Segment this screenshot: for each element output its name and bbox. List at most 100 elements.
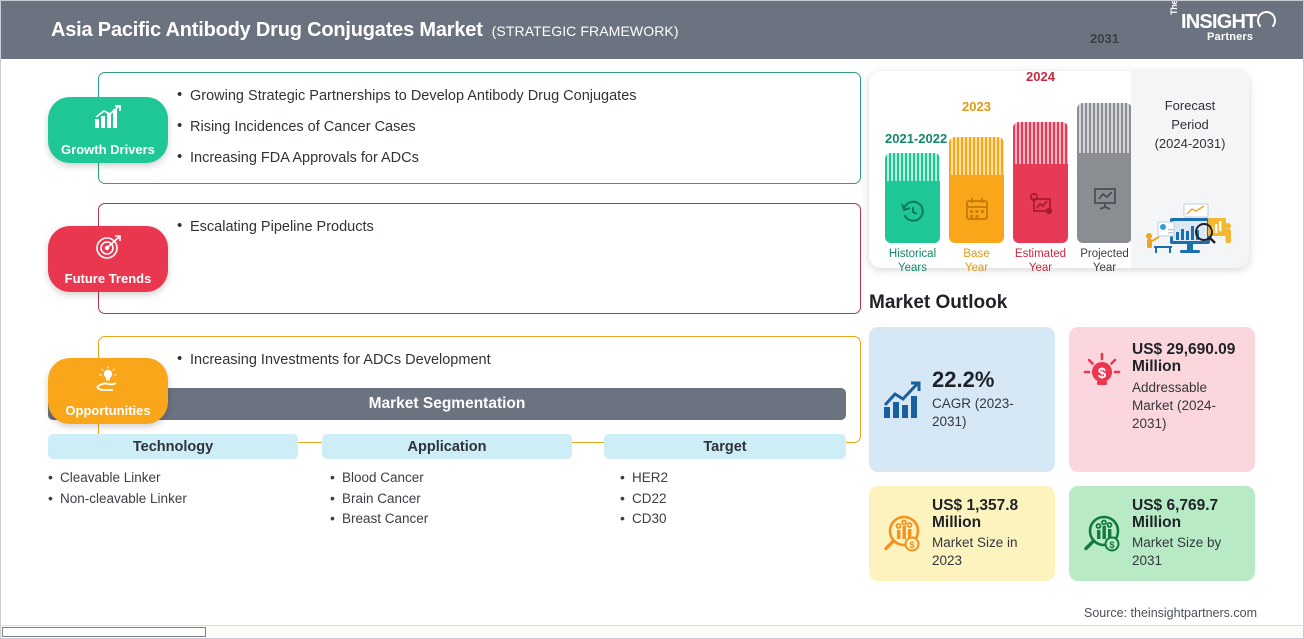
list-item: Escalating Pipeline Products [177,217,844,236]
forecast-timeline: 2021-2022 Historical Years [869,31,1249,274]
list-item: Growing Strategic Partnerships to Develo… [177,86,844,105]
list-item: Increasing Investments for ADCs Developm… [177,350,844,369]
page-subtitle: (STRATEGIC FRAMEWORK) [491,22,679,39]
segmentation-list: HER2 CD22 CD30 [620,467,846,530]
timeline-bar-stripes [949,137,1004,175]
page-header: Asia Pacific Antibody Drug Conjugates Ma… [1,1,1303,59]
timeline-year: 2023 [962,99,991,114]
svg-text:$: $ [1109,540,1114,550]
timeline-bar [885,153,940,243]
timeline-caption: Base Year [963,248,990,275]
badge-opportunities[interactable]: Opportunities [48,358,168,424]
logo-arc-icon [1257,11,1276,30]
forecast-period-panel: Forecast Period (2024-2031) [1131,71,1249,268]
magnifier-chart-dollar-icon: $ [1084,515,1120,551]
card-body: US$ 6,769.7 Million Market Size by 2031 [1132,497,1243,571]
segmentation-columns: Technology Cleavable Linker Non-cleavabl… [48,434,846,530]
outlook-card-cagr: 22.2% CAGR (2023-2031) [869,327,1055,472]
list-item: CD30 [620,508,846,530]
badge-growth-drivers[interactable]: Growth Drivers [48,97,168,163]
list-item: Blood Cancer [330,467,572,489]
list-item: Cleavable Linker [48,467,298,489]
driver-list-trends: Escalating Pipeline Products [177,217,844,236]
page-title: Asia Pacific Antibody Drug Conjugates Ma… [51,19,679,42]
bar-chart-growth-icon [95,105,121,128]
strategic-drivers-section: Growing Strategic Partnerships to Develo… [1,59,861,443]
lightbulb-dollar-icon: $ [1083,352,1121,385]
timeline-caption: Estimated Year [1014,248,1067,275]
magnifier-chart-dollar-icon: $ [884,515,920,551]
list-item: Increasing FDA Approvals for ADCs [177,148,844,167]
logo-partners-text: Partners [1207,31,1254,43]
card-body: US$ 1,357.8 Million Market Size in 2023 [932,497,1043,571]
segmentation-header: Technology [48,434,298,459]
timeline-bar [1013,122,1068,243]
bar-chart-arrow-icon [883,381,921,418]
driver-row-trends: Escalating Pipeline Products Future Tren… [48,203,861,314]
segmentation-header: Target [604,434,846,459]
timeline-caption: Historical Years [888,248,937,275]
timeline-year: 2021-2022 [885,131,948,146]
source-attribution: Source: theinsightpartners.com [1083,606,1257,620]
timeline-year: 2024 [1026,69,1055,84]
timeline-item-base: 2023 [949,99,1004,274]
segmentation-column-technology: Technology Cleavable Linker Non-cleavabl… [48,434,298,530]
outlook-card-market-size-2031: $ US$ 6,769.7 Million Market Size by 203… [1069,486,1255,581]
card-value: US$ 29,690.09 Million [1132,341,1236,376]
segmentation-column-target: Target HER2 CD22 CD30 [596,434,846,530]
scrollbar-thumb[interactable] [2,627,206,637]
list-item: CD22 [620,488,846,510]
logo-insight-text: INSIGHT [1181,11,1257,33]
timeline-bar-stripes [885,153,940,181]
driver-box-trends: Escalating Pipeline Products [98,203,861,314]
timeline-bar [949,137,1004,243]
card-value: 22.2% [932,366,995,392]
forecast-period-label: Forecast Period (2024-2031) [1154,98,1226,151]
segmentation-header: Application [322,434,572,459]
lightbulb-hand-icon [96,366,117,391]
target-dartboard-icon [96,235,121,259]
svg-text:$: $ [1098,365,1107,382]
segmentation-title: Market Segmentation [48,388,846,420]
insight-partners-logo: The INSIGHT Partners [1169,1,1279,50]
segmentation-list: Cleavable Linker Non-cleavable Linker [48,467,298,510]
market-segmentation-section: Market Segmentation Technology Cleavable… [48,388,846,530]
logo-the-text: The [1169,0,1179,15]
timeline-item-historical: 2021-2022 Historical Years [885,131,947,274]
list-item: Breast Cancer [330,508,572,530]
timeline-bars: 2021-2022 Historical Years [869,31,1132,274]
segmentation-list: Blood Cancer Brain Cancer Breast Cancer [330,467,572,530]
card-label: Addressable Market (2024-2031) [1132,379,1217,431]
timeline-item-projected: 2031 Projected Year [1077,31,1132,274]
outlook-card-addressable-market: $ US$ 29,690.09 Million Addressable Mark… [1069,327,1255,472]
segmentation-column-application: Application Blood Cancer Brain Cancer Br… [322,434,572,530]
card-label: Market Size by 2031 [1132,535,1222,569]
driver-row-growth: Growing Strategic Partnerships to Develo… [48,72,861,184]
business-analytics-illustration [1146,203,1231,253]
right-panel: 2021-2022 Historical Years [869,31,1259,581]
timeline-item-estimated: 2024 Estimated Year [1013,69,1068,274]
timeline-bar-solid [1077,153,1132,243]
presentation-chart-icon [1093,188,1116,210]
timeline-bar-stripes [1077,103,1132,153]
horizontal-scrollbar[interactable] [1,625,1303,638]
card-label: CAGR (2023-2031) [932,396,1014,430]
card-label: Market Size in 2023 [932,535,1018,569]
outlook-card-market-size-2023: $ US$ 1,357.8 Million Market Size in 202… [869,486,1055,581]
calendar-icon [965,198,988,220]
badge-future-trends[interactable]: Future Trends [48,226,168,292]
list-item: Rising Incidences of Cancer Cases [177,117,844,136]
outlook-cards: 22.2% CAGR (2023-2031) $ US$ 29,690.09 M… [869,327,1259,581]
card-value: US$ 6,769.7 Million [1132,496,1219,532]
badge-label: Future Trends [64,271,152,286]
driver-box-growth: Growing Strategic Partnerships to Develo… [98,72,861,184]
card-body: US$ 29,690.09 Million Addressable Market… [1132,341,1243,433]
driver-list-growth: Growing Strategic Partnerships to Develo… [177,86,844,167]
list-item: HER2 [620,467,846,489]
timeline-year: 2031 [1090,31,1119,46]
badge-label: Opportunities [65,403,151,418]
clock-history-icon [900,200,924,222]
list-item: Non-cleavable Linker [48,488,298,510]
card-body: 22.2% CAGR (2023-2031) [932,366,1043,432]
